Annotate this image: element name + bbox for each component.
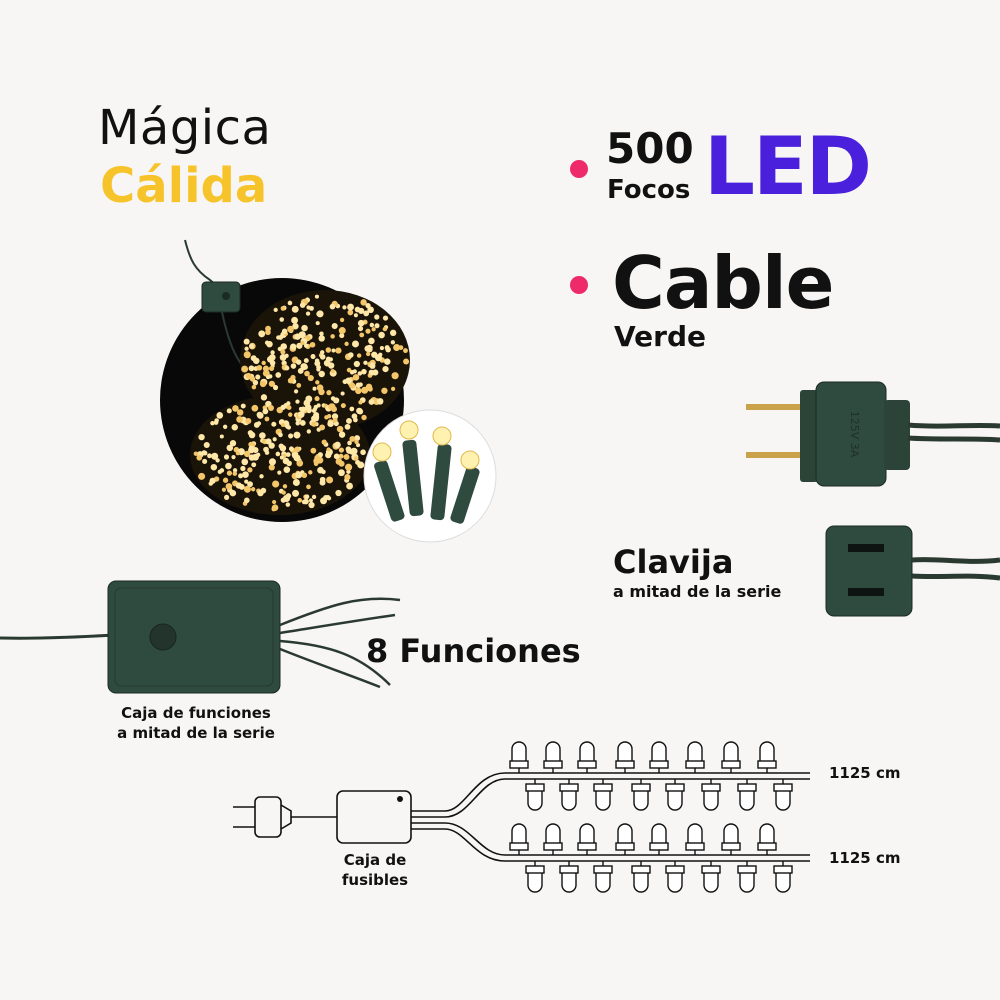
diagram-bulb-icon [721, 741, 741, 773]
plug-prong-bottom [746, 452, 806, 458]
plug-rating-text: 125V 3A [848, 411, 861, 458]
function-controller-photo [0, 580, 401, 694]
diagram-bulb-icon [685, 823, 705, 855]
plug-diagram-icon [254, 796, 282, 838]
warm-light-clusters [190, 290, 410, 515]
diagram-bulb-icon [773, 779, 793, 811]
diagram-bulb-icon [773, 861, 793, 893]
diagram-bulb-icon [665, 861, 685, 893]
diagram-bulb-icon [593, 779, 613, 811]
diagram-bulb-icon [757, 741, 777, 773]
diagram-bulb-icon [577, 823, 597, 855]
diagram-bulb-icon [721, 823, 741, 855]
light-ball-photo [160, 239, 497, 543]
diagram-bulb-icon [615, 741, 635, 773]
branch-bottom [411, 822, 810, 862]
controller-caption-line1: Caja de funciones [121, 704, 271, 722]
controller-caption: Caja de funciones a mitad de la serie [112, 703, 280, 743]
diagram-bulb-icon [509, 741, 529, 773]
diagram-bulb-icon [543, 823, 563, 855]
fuse-box-caption: Caja de fusibles [335, 850, 415, 890]
diagram-bulb-icon [701, 779, 721, 811]
branch-top [411, 772, 810, 818]
fuse-caption-line2: fusibles [341, 871, 409, 889]
controller-caption-line2: a mitad de la serie [117, 724, 275, 742]
bullet-dot-led [570, 160, 588, 178]
diagram-bulb-icon [701, 861, 721, 893]
led-count-unit: Focos [607, 175, 691, 205]
socket-slot-top [848, 544, 884, 552]
diagram-bulb-icon [649, 823, 669, 855]
fuse-caption-line1: Caja de [343, 851, 407, 869]
diagram-bulb-icon [631, 779, 651, 811]
title-magica: Mágica [98, 100, 272, 156]
diagram-bulb-icon [593, 861, 613, 893]
cable-color-label: Verde [614, 320, 706, 353]
diagram-bulb-icon [559, 861, 579, 893]
controller-mini [201, 281, 241, 313]
female-plug-photo [825, 525, 1000, 617]
diagram-bulb-icon [577, 741, 597, 773]
diagram-bulb-icon [559, 779, 579, 811]
cable-label: Cable [612, 241, 834, 325]
diagram-bulb-icon [525, 861, 545, 893]
bulb-closeup-icon [372, 420, 480, 524]
diagram-bulb-icon [543, 741, 563, 773]
title-calida: Cálida [100, 158, 268, 214]
diagram-bulb-icon [649, 741, 669, 773]
led-label: LED [704, 120, 872, 213]
plug-cable [907, 422, 1000, 443]
wiring-diagram [233, 741, 810, 893]
controller-button-icon [149, 623, 177, 651]
branch-length-bottom: 1125 cm [829, 849, 901, 867]
diagram-bulb-icon [509, 823, 529, 855]
diagram-bulb-icon [737, 779, 757, 811]
clavija-label: Clavija [613, 543, 734, 581]
controller-box [107, 580, 281, 694]
led-count: 500 [606, 124, 694, 173]
diagram-bulbs [509, 741, 793, 893]
diagram-bulb-icon [615, 823, 635, 855]
diagram-bulb-icon [631, 861, 651, 893]
plug-prong-top [746, 404, 806, 410]
branch-length-top: 1125 cm [829, 764, 901, 782]
clavija-sublabel: a mitad de la serie [613, 582, 782, 601]
bullet-dot-cable [570, 276, 588, 294]
socket-slot-bottom [848, 588, 884, 596]
diagram-bulb-icon [757, 823, 777, 855]
male-plug-photo: 125V 3A [746, 381, 1000, 487]
functions-label: 8 Funciones [366, 632, 581, 670]
diagram-bulb-icon [685, 741, 705, 773]
diagram-bulb-icon [737, 861, 757, 893]
diagram-bulb-icon [525, 779, 545, 811]
diagram-bulb-icon [665, 779, 685, 811]
